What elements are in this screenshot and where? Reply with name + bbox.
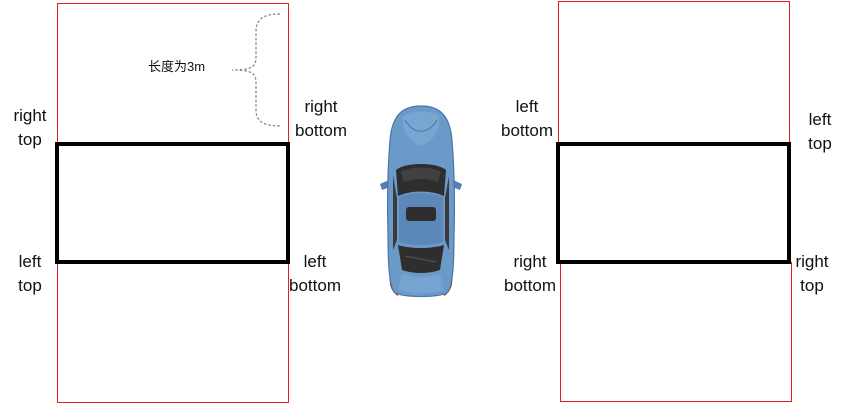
right-lower-zone	[560, 262, 792, 402]
left-parking-slot	[55, 142, 290, 264]
right-parking-slot	[556, 142, 791, 264]
length-annotation: 长度为3m	[148, 59, 206, 74]
right-upper-zone	[558, 1, 790, 145]
